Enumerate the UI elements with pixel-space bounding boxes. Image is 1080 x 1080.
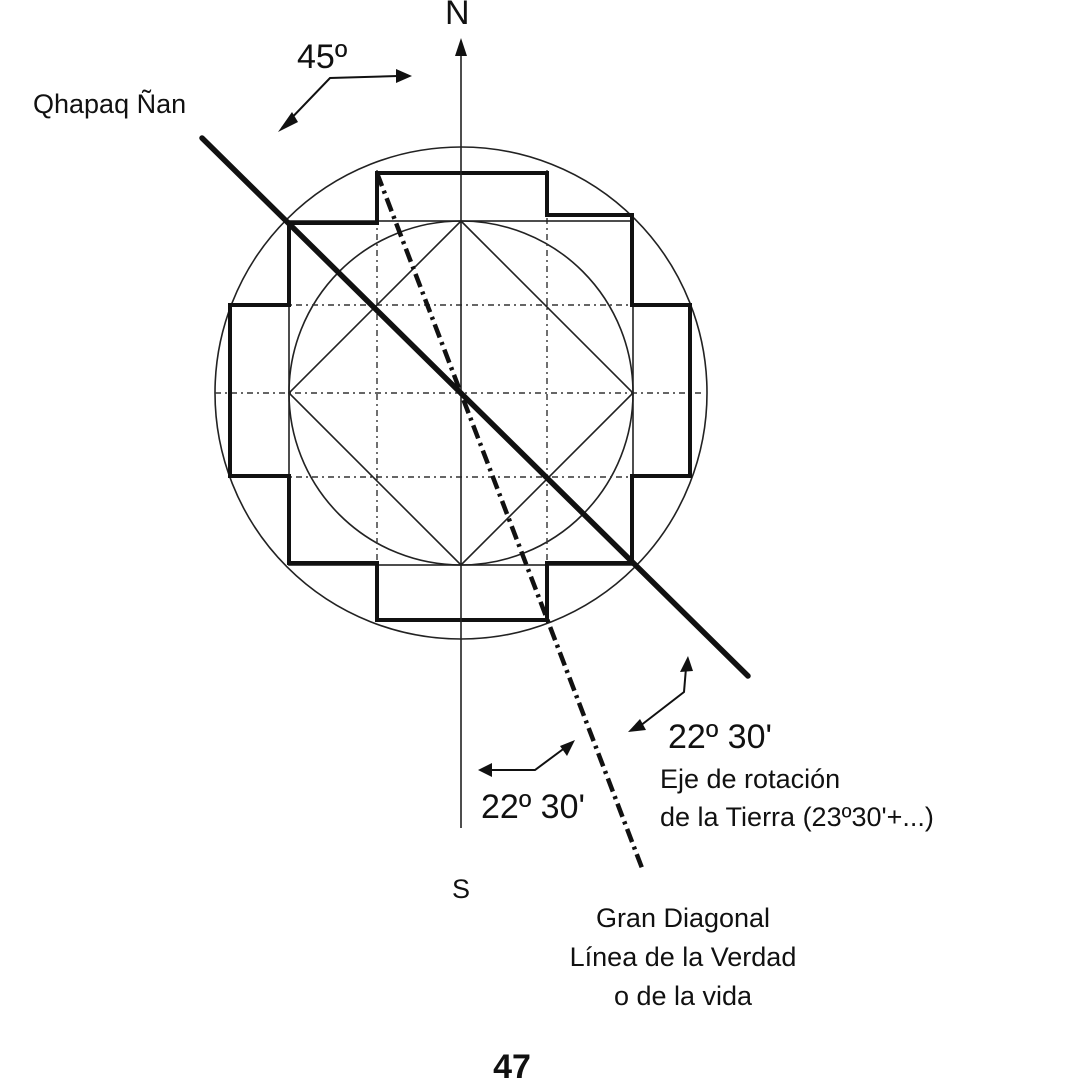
eje-label-line2: de la Tierra (23º30'+...) — [660, 802, 934, 832]
gran-diagonal-label-line2: Línea de la Verdad — [570, 942, 797, 972]
gran-diagonal-label-line1: Gran Diagonal — [596, 903, 770, 933]
rotation-axis-line — [374, 172, 645, 869]
angle-45-label: 45º — [297, 38, 347, 76]
north-label: N — [445, 0, 470, 32]
angle-bottom-label: 22º 30' — [481, 788, 585, 826]
angle-bottom-arrow-icon — [478, 740, 575, 777]
eje-label-line1: Eje de rotación — [660, 764, 840, 794]
page-number: 47 — [493, 1048, 531, 1080]
south-label: S — [452, 874, 470, 904]
qhapaq-nan-label: Qhapaq Ñan — [33, 88, 186, 119]
angle-right-label: 22º 30' — [668, 718, 772, 756]
angle-right-arrow-icon — [628, 656, 693, 732]
gran-diagonal-label-line3: o de la vida — [614, 981, 753, 1011]
north-arrow-icon — [455, 38, 467, 56]
angle-45-arrow-icon — [278, 69, 412, 132]
qhapaq-nan-line — [199, 135, 751, 679]
